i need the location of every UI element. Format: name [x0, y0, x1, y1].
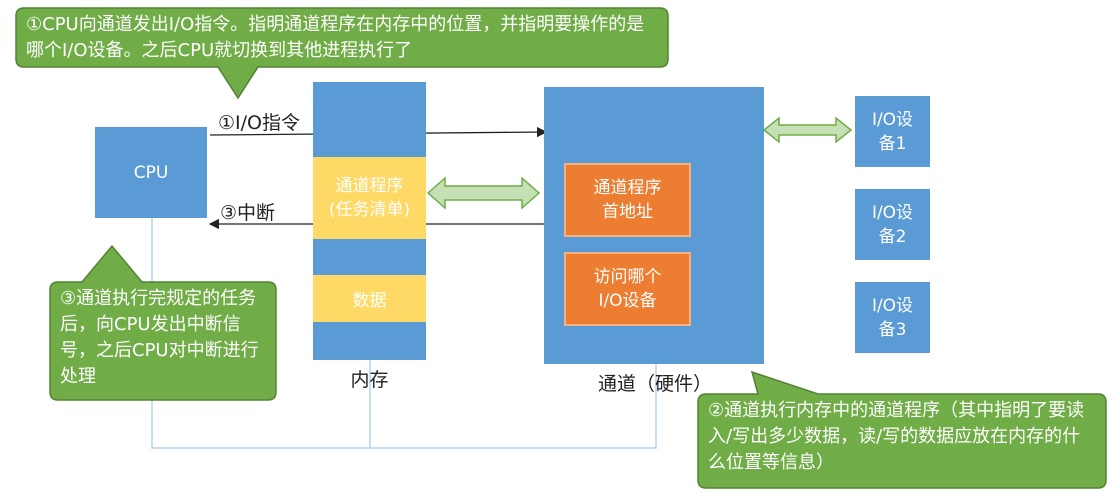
data-block: 数据: [313, 275, 426, 322]
channel-program-block: 通道程序 (任务清单): [313, 157, 426, 239]
channel-caption: 通道（硬件）: [597, 372, 712, 395]
io-device-3: I/O设 备3: [855, 282, 930, 353]
callout-step2: ②通道执行内存中的通道程序（其中指明了要读入/写出多少数据，读/写的数据应放在内…: [708, 400, 1085, 473]
io-device-1: I/O设 备1: [855, 96, 930, 167]
cpu-label: CPU: [133, 162, 169, 183]
callout-step1: ①CPU向通道发出I/O指令。指明通道程序在内存中的位置，并指明要操作的是哪个I…: [26, 14, 645, 61]
callout-step1-shape: [15, 7, 669, 100]
callout-step3: ③通道执行完规定的任务后，向CPU发出中断信号，之后CPU对中断进行处理: [60, 288, 259, 387]
double-arrow-channel-device: [762, 116, 853, 144]
channel-program-address-box: 通道程序 首地址: [564, 163, 691, 237]
io-command-label: ①I/O指令: [218, 112, 300, 134]
interrupt-label: ③中断: [220, 202, 276, 224]
which-device-box: 访问哪个 I/O设备: [564, 252, 691, 326]
cpu-box: CPU: [95, 127, 207, 218]
memory-caption: 内存: [350, 368, 389, 391]
callout-step2-shape: [697, 370, 1107, 489]
io-device-2: I/O设 备2: [855, 189, 930, 260]
double-arrow-memory-channel: [426, 176, 541, 210]
callout-step3-shape: [49, 244, 277, 401]
